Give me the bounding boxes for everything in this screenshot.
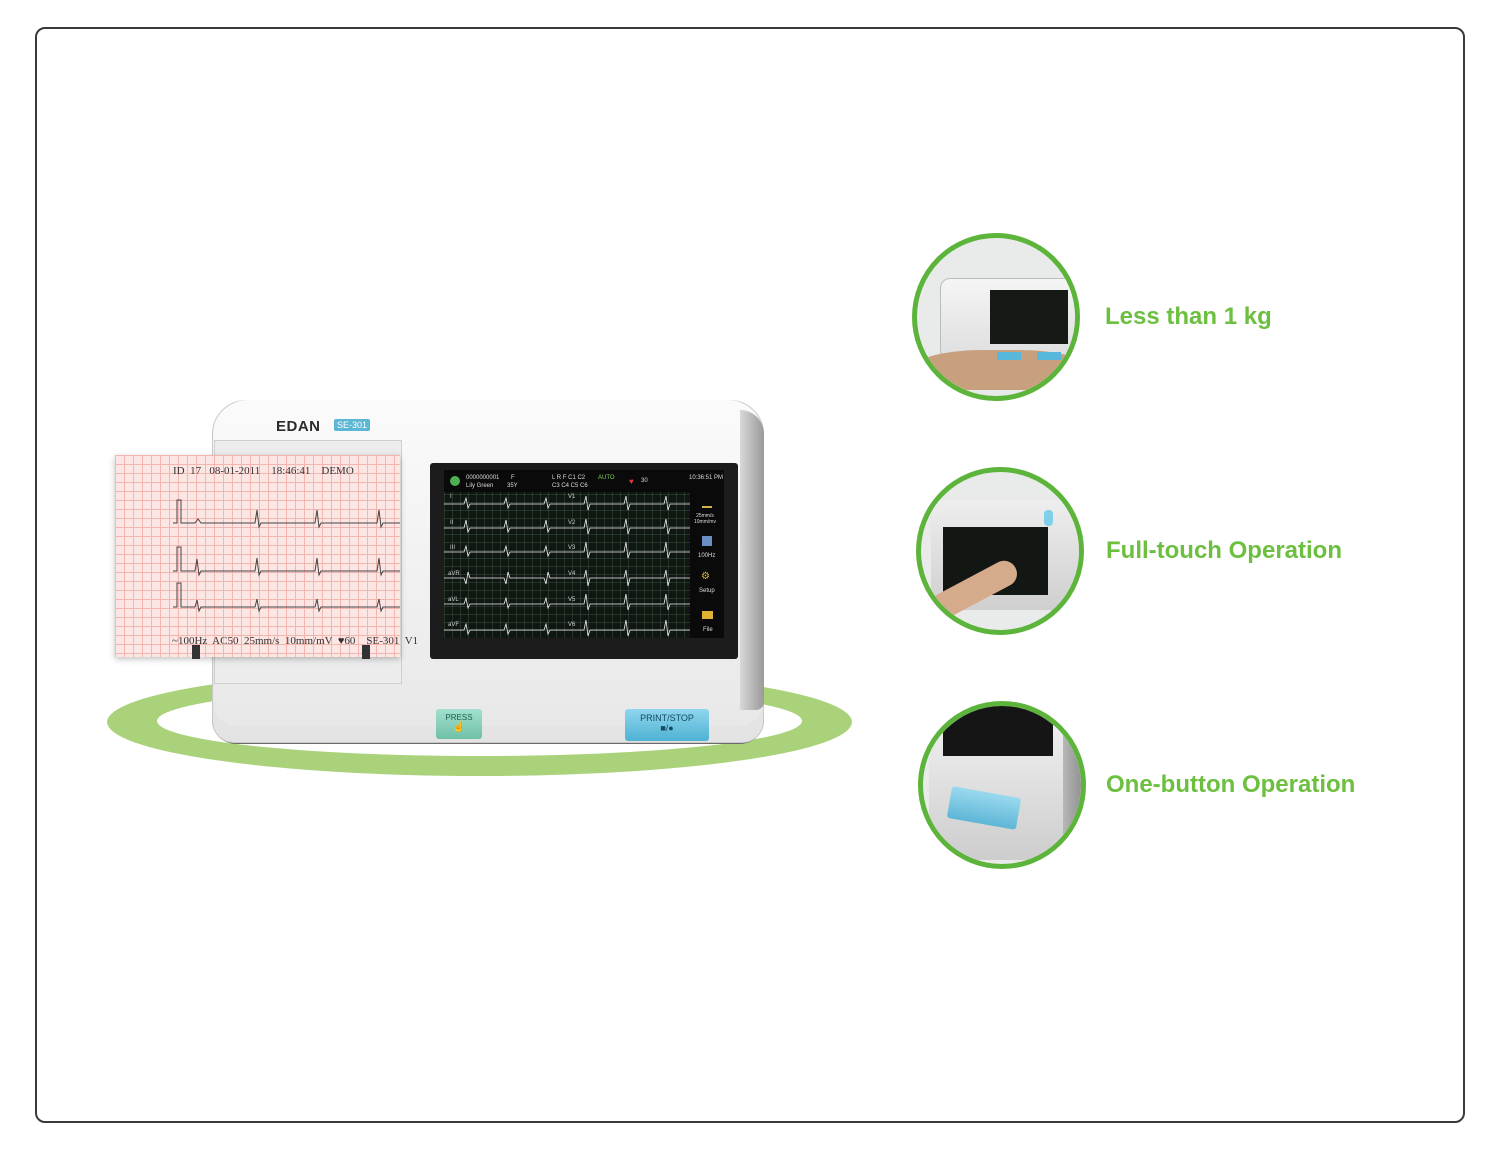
speed-menu[interactable]: 25mm/s 10mm/mv — [694, 513, 716, 525]
patient-id: 0000000001 — [466, 475, 500, 481]
folder-icon — [702, 611, 713, 619]
patient-sex: F — [511, 475, 515, 481]
print-stop-button[interactable]: PRINT/STOP ■/● — [625, 709, 709, 741]
setup-menu[interactable]: Setup — [699, 588, 715, 594]
device-side — [740, 410, 764, 710]
thumbnail-screen — [990, 290, 1068, 344]
lead-label: aVL — [448, 597, 459, 603]
lead-label: III — [450, 545, 456, 551]
feature-label-button: One-button Operation — [1106, 771, 1356, 798]
thumbnail-button — [997, 352, 1021, 360]
mode-indicator: AUTO — [598, 475, 615, 481]
patient-name: Lily Green — [466, 483, 494, 489]
filter-menu[interactable]: 100Hz — [698, 553, 716, 559]
lead-label: aVF — [448, 622, 460, 628]
lead-label: I — [450, 494, 452, 500]
paper-clip — [192, 645, 200, 659]
gear-icon: ⚙ — [701, 571, 710, 582]
file-menu[interactable]: File — [703, 627, 713, 633]
ecg-paper — [115, 455, 400, 657]
press-button[interactable]: PRESS ☝ — [436, 709, 482, 739]
hand-icon: ☝ — [452, 722, 466, 733]
signal-icon — [702, 498, 712, 508]
feature-label-weight: Less than 1 kg — [1105, 303, 1272, 330]
thumbnail-screen — [943, 706, 1053, 756]
lead-label: V4 — [568, 571, 576, 577]
filter-icon — [702, 536, 712, 546]
heart-rate: 30 — [641, 478, 648, 484]
lead-label: II — [450, 520, 454, 526]
feature-label-touch: Full-touch Operation — [1106, 537, 1342, 564]
feature-image-weight — [912, 233, 1080, 401]
device-screen — [444, 470, 724, 638]
thumbnail-button — [1037, 352, 1061, 360]
screen-waveforms — [444, 495, 690, 637]
paper-traces — [173, 499, 400, 613]
patient-icon — [450, 476, 460, 486]
paper-clip — [362, 645, 370, 659]
lead-label: V1 — [568, 494, 576, 500]
screen-status-bar — [444, 470, 724, 492]
thumbnail-side — [1063, 706, 1081, 864]
paper-header: ID 17 08-01-2011 18:46:41 DEMO — [173, 465, 354, 477]
brand-logo: EDAN — [276, 418, 321, 435]
feature-image-touch — [916, 467, 1084, 635]
lead-label: V6 — [568, 622, 576, 628]
print-stop-icons: ■/● — [660, 723, 674, 733]
paper-footer: ~100Hz AC50 25mm/s 10mm/mV ♥60 SE-301 V1 — [172, 635, 419, 647]
lead-label: aVR — [448, 571, 460, 577]
patient-age: 35Y — [507, 483, 518, 489]
lead-status-1: L R F C1 C2 — [552, 475, 586, 481]
lead-label: V3 — [568, 545, 576, 551]
print-stop-label: PRINT/STOP — [640, 713, 694, 723]
thumbnail-led — [1044, 510, 1053, 526]
clock: 10:36:51 PM — [689, 475, 724, 481]
press-label: PRESS — [445, 713, 473, 722]
lead-label: V2 — [568, 520, 576, 526]
feature-image-button — [918, 701, 1086, 869]
lead-label: V5 — [568, 597, 576, 603]
heart-icon: ♥ — [629, 477, 634, 486]
lead-status-2: C3 C4 C5 C6 — [552, 483, 588, 489]
model-badge: SE-301 — [334, 419, 371, 431]
